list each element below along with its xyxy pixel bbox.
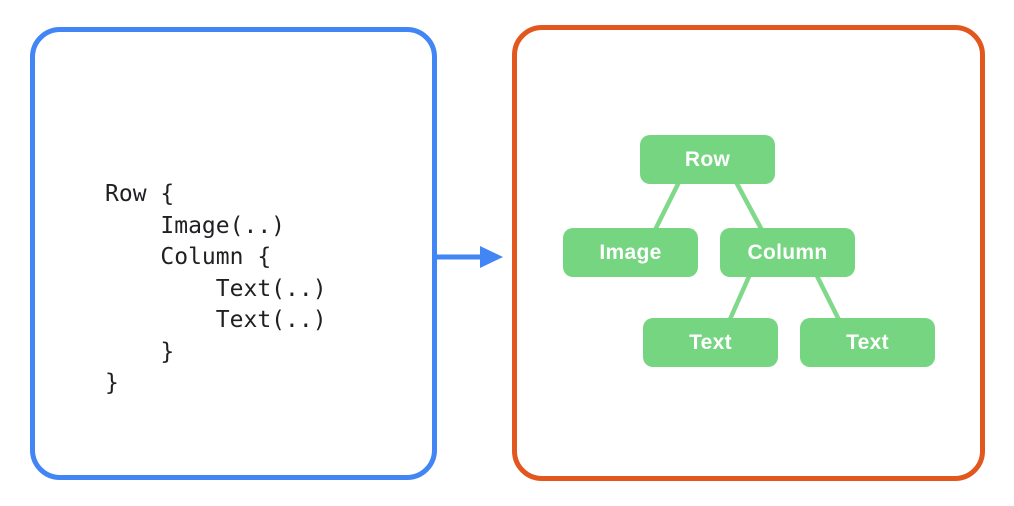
connector-row-column <box>732 177 767 237</box>
arrow-right-icon <box>433 246 503 268</box>
tree-node-column: Column <box>720 228 855 277</box>
tree-connector-lines <box>650 177 845 329</box>
connector-column-text-right <box>812 269 845 329</box>
connector-column-text-left <box>724 269 754 329</box>
code-panel: Row { Image(..) Column { Text(..) Text(.… <box>30 27 437 480</box>
compose-code-snippet: Row { Image(..) Column { Text(..) Text(.… <box>105 181 327 396</box>
tree-node-image: Image <box>563 228 698 277</box>
tree-node-row: Row <box>640 135 775 184</box>
tree-panel: Row Image Column Text Text <box>512 25 985 481</box>
connector-row-image <box>650 177 683 237</box>
tree-node-text-right: Text <box>800 318 935 367</box>
tree-node-text-left: Text <box>643 318 778 367</box>
